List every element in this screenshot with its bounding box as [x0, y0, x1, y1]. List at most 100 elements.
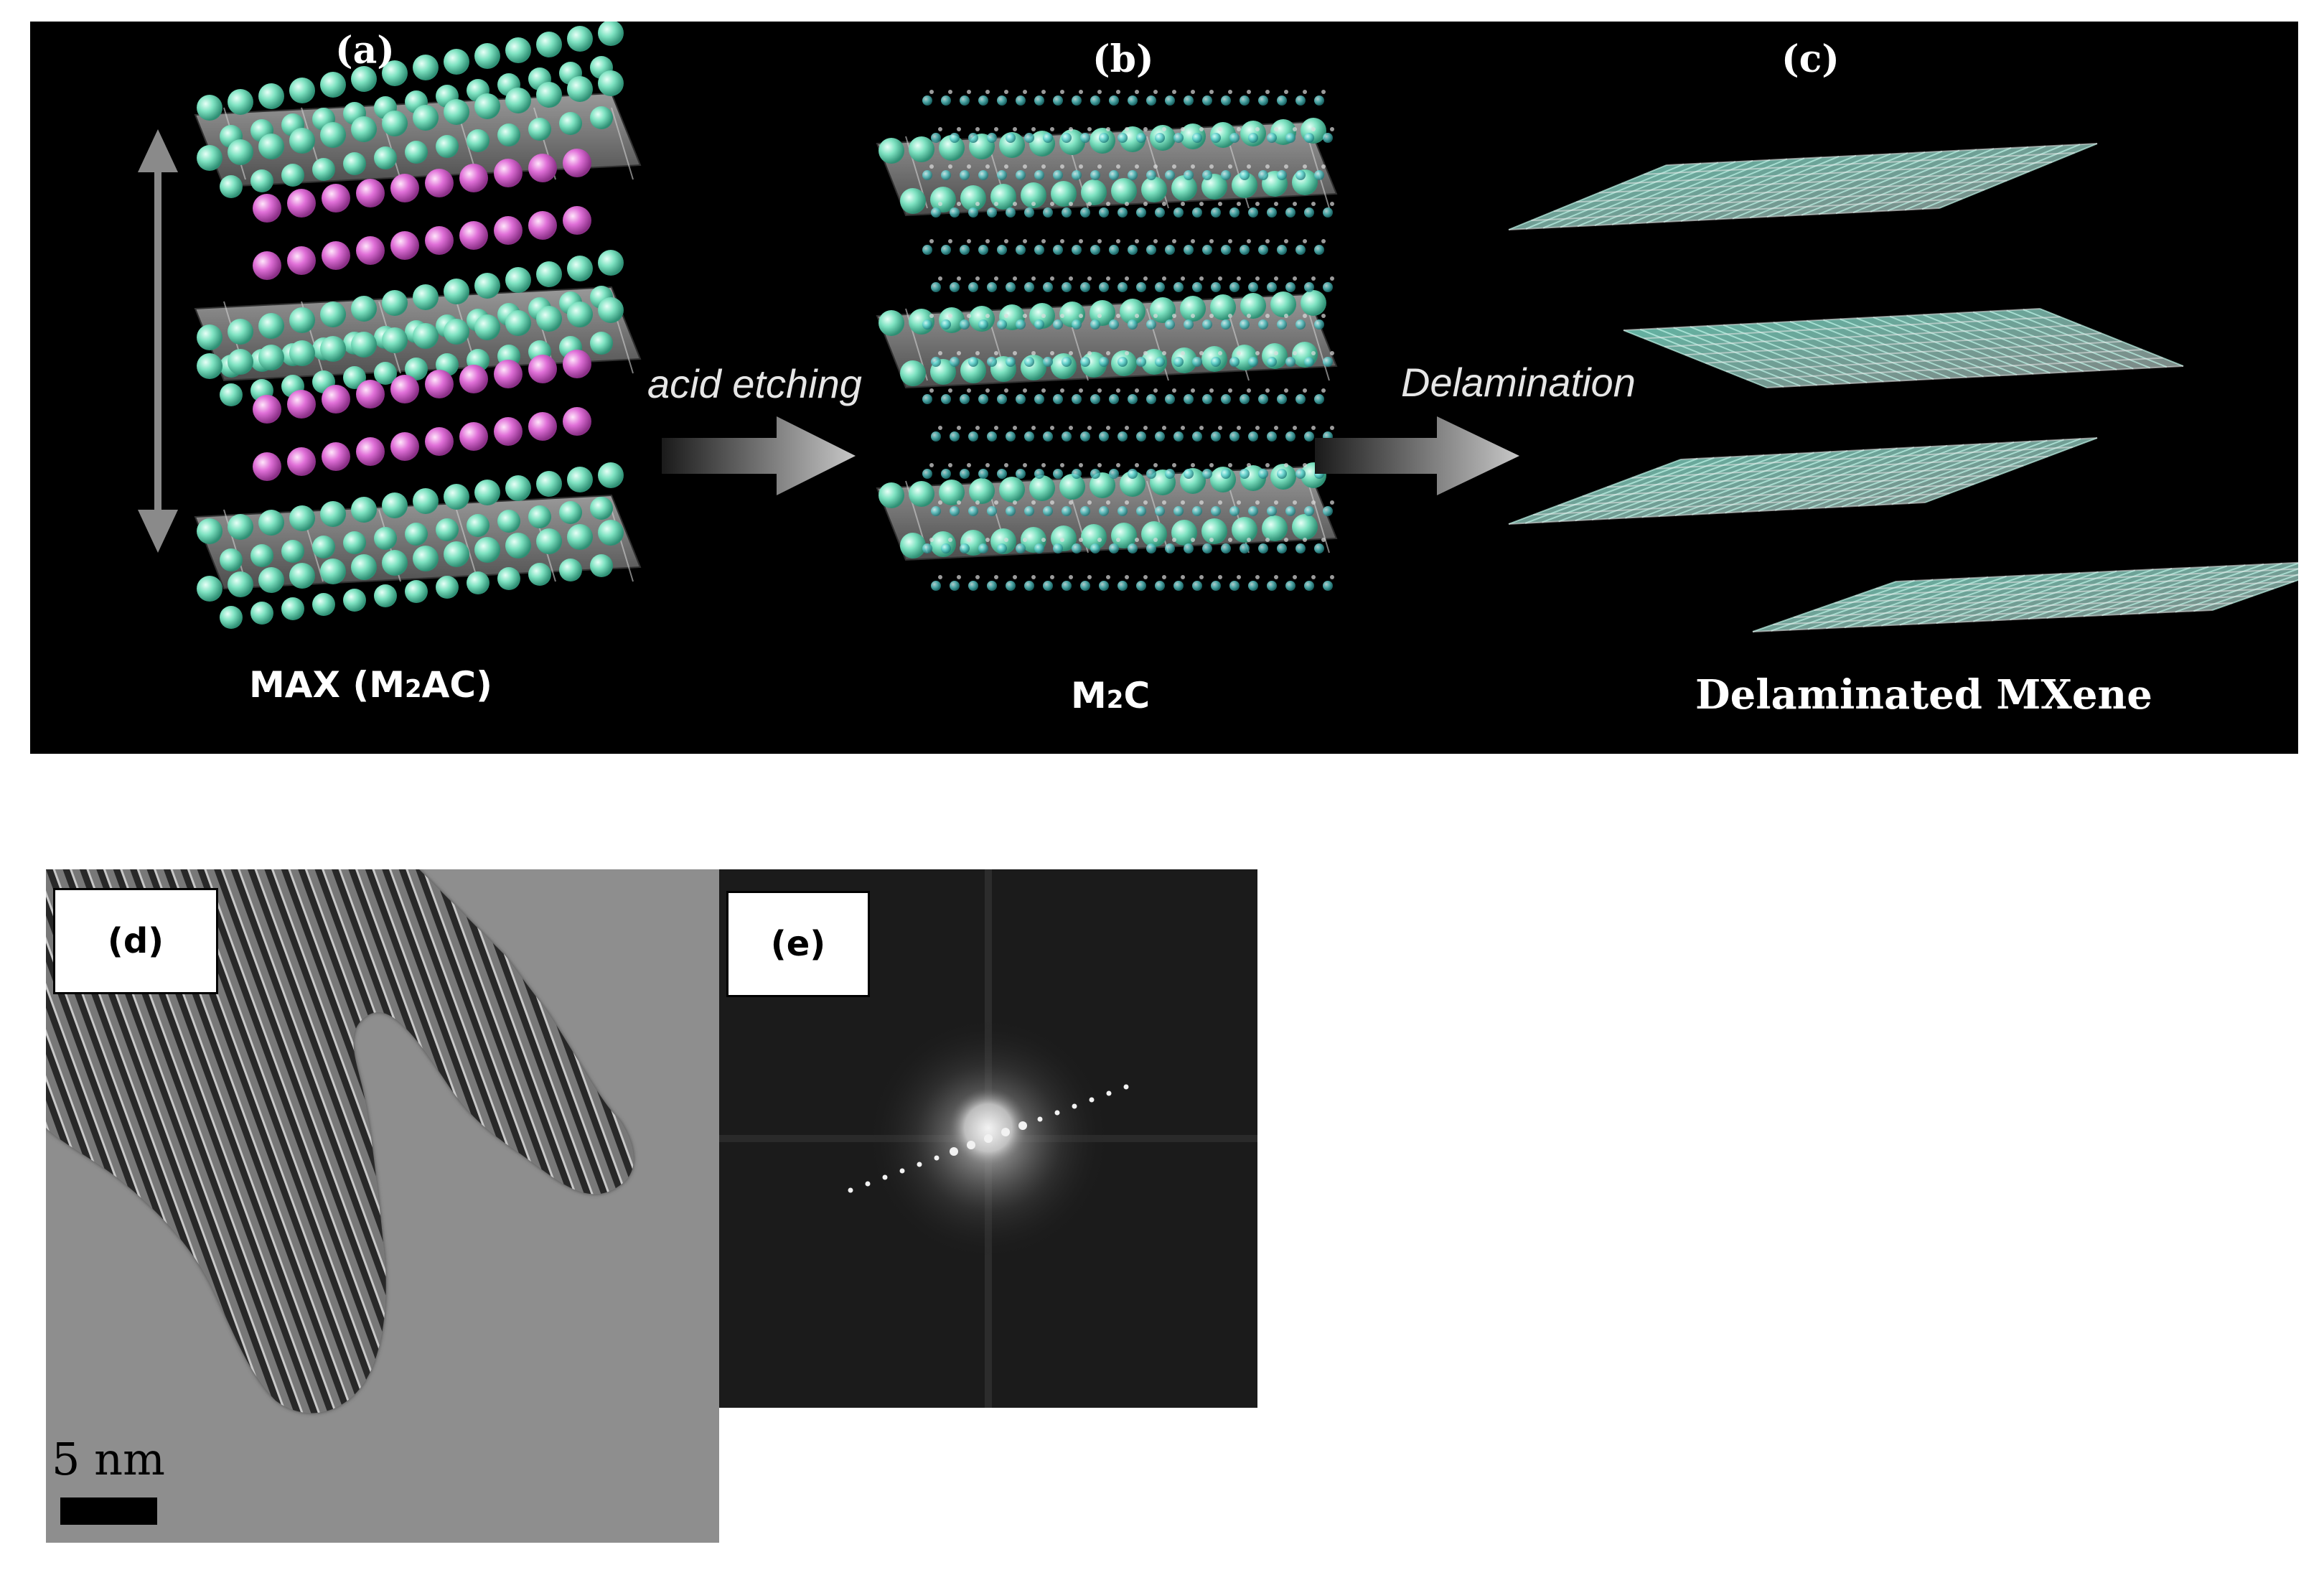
hydrogen-atom: [1255, 426, 1260, 430]
hydrogen-atom: [1255, 276, 1260, 281]
hydrogen-atom: [985, 388, 990, 393]
hydrogen-atom: [938, 500, 942, 505]
hydrogen-atom: [1181, 500, 1185, 505]
hydrogen-atom: [1209, 90, 1214, 94]
m-atom: [1171, 347, 1197, 373]
termination-atom: [1173, 357, 1184, 367]
hydrogen-atom: [1079, 314, 1083, 318]
diffraction-spot: [1089, 1097, 1095, 1103]
termination-atom: [1285, 282, 1295, 292]
termination-atom: [1211, 357, 1221, 367]
hydrogen-atom: [1199, 276, 1204, 281]
termination-atom: [1240, 245, 1250, 255]
termination-atom: [1192, 431, 1202, 441]
termination-atom: [1165, 394, 1175, 404]
termination-atom: [1221, 394, 1231, 404]
termination-atom: [1128, 245, 1138, 255]
termination-atom: [1184, 170, 1194, 180]
termination-atom: [1146, 170, 1156, 180]
hydrogen-atom: [1255, 575, 1260, 579]
hydrogen-atom: [1097, 314, 1102, 318]
termination-atom: [1304, 431, 1314, 441]
termination-atom: [1024, 431, 1034, 441]
m-atom: [590, 106, 613, 129]
hydrogen-atom: [1023, 90, 1027, 94]
termination-atom: [997, 319, 1007, 330]
termination-atom: [1053, 394, 1063, 404]
m-atom: [497, 510, 520, 533]
hydrogen-atom: [1050, 351, 1054, 355]
hydrogen-atom: [1106, 500, 1110, 505]
hydrogen-atom: [1237, 202, 1241, 206]
hydrogen-atom: [1143, 426, 1148, 430]
m-atom: [343, 531, 366, 554]
m-atom: [351, 116, 377, 142]
termination-atom: [1173, 133, 1184, 143]
termination-atom: [941, 543, 951, 553]
termination-atom: [968, 431, 978, 441]
hydrogen-atom: [1191, 164, 1195, 169]
diffraction-spot: [1018, 1121, 1027, 1130]
hydrogen-atom: [1172, 90, 1176, 94]
termination-atom: [922, 95, 932, 106]
a-atom: [459, 164, 488, 192]
m-atom: [228, 571, 253, 597]
termination-atom: [1248, 357, 1258, 367]
m-atom: [878, 482, 904, 508]
termination-atom: [1202, 543, 1212, 553]
hydrogen-atom: [1116, 164, 1120, 169]
m-atom: [497, 123, 520, 146]
m-atom: [1262, 515, 1288, 541]
hydrogen-atom: [1125, 351, 1129, 355]
m-atom: [374, 362, 397, 385]
hydrogen-atom: [1237, 426, 1241, 430]
max-caption: MAX (M2AC): [249, 664, 492, 706]
max-phase-structure: [138, 22, 642, 629]
hydrogen-atom: [1321, 538, 1326, 542]
m-atom: [567, 467, 593, 492]
m-atom: [590, 332, 613, 355]
hydrogen-atom: [1023, 314, 1027, 318]
m-atom: [590, 554, 613, 577]
termination-atom: [1099, 357, 1109, 367]
termination-atom: [1043, 431, 1053, 441]
termination-atom: [1248, 581, 1258, 591]
m-atom: [1171, 175, 1197, 201]
termination-atom: [1285, 581, 1295, 591]
a-atom: [528, 154, 557, 182]
hydrogen-atom: [1321, 388, 1326, 393]
m-atom: [497, 567, 520, 590]
hydrogen-atom: [994, 426, 998, 430]
m-atom: [999, 477, 1025, 503]
diffraction-spot: [848, 1187, 853, 1193]
hydrogen-atom: [1218, 276, 1222, 281]
hydrogen-atom: [1004, 463, 1008, 467]
termination-atom: [1146, 543, 1156, 553]
m-atom: [382, 60, 408, 86]
m-atom: [413, 284, 439, 310]
hydrogen-atom: [985, 538, 990, 542]
hydrogen-atom: [975, 202, 980, 206]
hydrogen-atom: [1106, 426, 1110, 430]
m-atom: [930, 531, 956, 557]
hydrogen-atom: [1041, 90, 1046, 94]
m-atom: [228, 514, 253, 540]
m-atom: [505, 88, 531, 113]
a-atom: [356, 380, 385, 408]
m-atom: [969, 478, 995, 504]
hydrogen-atom: [1162, 500, 1166, 505]
termination-atom: [1136, 282, 1146, 292]
hydrogen-atom: [1330, 276, 1334, 281]
termination-atom: [1192, 133, 1202, 143]
termination-atom: [1304, 581, 1314, 591]
diffraction-spot: [950, 1147, 958, 1156]
hydrogen-atom: [1050, 202, 1054, 206]
hydrogen-atom: [957, 202, 961, 206]
hydrogen-atom: [1191, 388, 1195, 393]
m-atom: [382, 550, 408, 576]
a-atom: [287, 447, 316, 476]
hydrogen-atom: [1087, 575, 1092, 579]
termination-atom: [1080, 282, 1090, 292]
hydrogen-atom: [938, 351, 942, 355]
m-atom: [474, 480, 500, 505]
